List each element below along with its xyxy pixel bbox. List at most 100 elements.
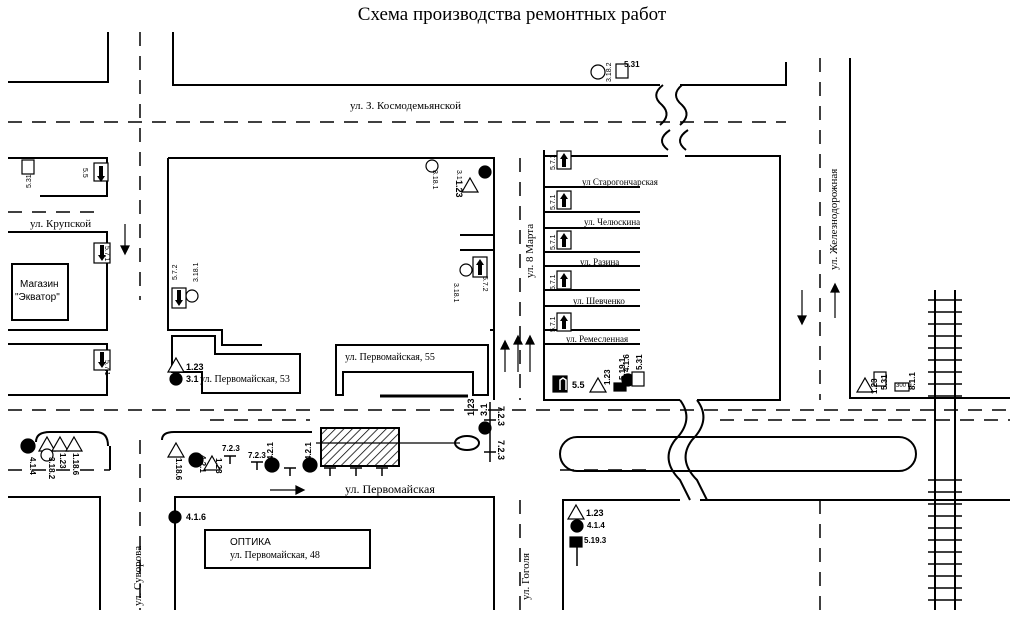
sign-1-18-6-left: 1.18.6 [71, 453, 80, 476]
building-55-label: ул. Первомайская, 55 [345, 352, 435, 363]
distance-plate-icon [894, 382, 910, 392]
sign-5-31: 5.31 [624, 60, 640, 69]
sign-5-7-1-r2: 5.7.1 [550, 194, 557, 210]
sign-5-7-1-r4: 5.7.1 [550, 274, 557, 290]
railway [928, 290, 962, 610]
street-kosmodemyanskoy: ул. З. Космодемьянской [350, 100, 462, 112]
no-turn-icon [459, 263, 473, 277]
sign-4-2-1-b: 4.2.1 [304, 442, 313, 460]
sign-5-7-1-r1: 5.7.1 [550, 154, 557, 170]
optika-address: ул. Первомайская, 48 [230, 550, 320, 561]
sign-5-7-2-left: 5.7.2 [172, 264, 179, 280]
sign-1-18-6-a: 1.18.6 [174, 458, 183, 481]
block-bottom-right [562, 499, 1010, 610]
page-title: Схема производства ремонтных работ [357, 4, 667, 25]
sign-3-18-1-right: 3.18.1 [452, 283, 459, 303]
building-53-label: ул. Первомайская, 53 [200, 374, 290, 385]
street-suvorova: ул. Суворова [132, 545, 144, 606]
sign-7-2-3-a: 7.2.3 [496, 406, 506, 427]
no-turn-icon [185, 289, 199, 303]
block-left-2 [8, 231, 108, 331]
direction-icon [302, 457, 318, 473]
no-entry-icon [478, 165, 492, 179]
no-entry-icon [478, 421, 492, 435]
sign-7-2-3-c: 7.2.3 [222, 444, 240, 453]
street-zheleznodorozhnaya: ул. Железнодорожная [828, 168, 840, 270]
block-top-middle [172, 32, 787, 86]
street-remeslennaya: ул. Ремесленная [566, 334, 629, 344]
sign-3-1-53: 3.1 [186, 374, 199, 384]
warning-triangle-icon [202, 454, 222, 471]
sign-5-5: 5.5 [81, 168, 88, 178]
sign-7-2-3-d: 7.2.3 [248, 451, 266, 460]
sign-1-23-gogolya: 1.23 [586, 508, 604, 518]
sign-4-1-4-left: 4.1.4 [28, 457, 37, 475]
sign-1-23-far: 1.23 [870, 378, 879, 394]
no-uturn-icon [40, 448, 54, 462]
block-left-3 [8, 343, 108, 396]
sign-5-31-right: 5.31 [635, 354, 644, 370]
info-sign-icon [615, 63, 629, 79]
sign-1-23-53: 1.23 [186, 362, 204, 372]
sign-4-1-6-right: 4.1.6 [622, 354, 631, 372]
sign-4-1-4-gogolya: 4.1.4 [587, 521, 605, 530]
sign-5-31-left: 5.31 [26, 174, 33, 188]
warning-triangle-icon [50, 435, 70, 452]
street-8-marta: ул. 8 Марта [524, 223, 536, 278]
sign-3-18-2: 3.18.2 [606, 62, 613, 82]
sign-distance-plate: 300 м [896, 383, 912, 389]
sign-5-7-2-right: 5.7.2 [481, 276, 488, 292]
block-bottom-left [8, 496, 101, 610]
sign-5-5-right: 5.5 [572, 380, 585, 390]
direction-icon [20, 438, 36, 454]
direction-icon [570, 519, 584, 533]
plate-icon [613, 382, 627, 392]
street-shevchenko: ул. Шевченко [573, 296, 625, 306]
sign-7-2-3-b: 7.2.3 [496, 440, 506, 461]
info-sign-icon [873, 371, 887, 387]
sign-4-1-6-optika: 4.1.6 [186, 512, 207, 522]
no-entry-icon [169, 372, 183, 386]
sign-5-7-1-r5: 5.7.1 [550, 316, 557, 332]
warning-triangle-icon [855, 376, 875, 393]
shop-box [11, 263, 69, 321]
sign-3-18-1-top: 3.18.1 [431, 170, 438, 190]
no-entry-icon [168, 510, 182, 524]
optika-box [204, 529, 371, 569]
block-right [543, 150, 781, 401]
street-pervomayskaya: ул. Первомайская [345, 482, 435, 496]
warning-triangle-icon [64, 435, 84, 452]
work-zone [320, 427, 400, 467]
sign-5-7-1-a: 5.7.1 [103, 246, 110, 262]
street-chelyuskina: ул. Челюскина [584, 217, 641, 227]
block-bottom-middle [174, 496, 495, 610]
block-far-right [849, 58, 1010, 399]
building-55 [335, 344, 489, 396]
sign-1-23-top: 1.23 [454, 180, 464, 198]
no-turn-icon [425, 159, 439, 173]
sign-4-2-1-c: 4.2.1 [198, 455, 207, 473]
plate-icon [569, 536, 583, 548]
sign-4-2-1-a: 4.2.1 [266, 442, 275, 460]
sign-5-7-1-r3: 5.7.1 [550, 234, 557, 250]
warning-triangle-icon [166, 441, 186, 458]
median-island [559, 436, 917, 472]
street-razina: ул. Разина [580, 257, 620, 267]
street-krupskoy: ул. Крупской [30, 218, 92, 230]
shop-name-2: "Экватор" [15, 292, 60, 303]
direction-icon [264, 457, 280, 473]
direction-icon [188, 452, 204, 468]
sign-1-23-c: 1.23 [214, 458, 223, 474]
optika-label: ОПТИКА [230, 537, 271, 548]
sign-3-1-top: 3.1 [455, 170, 462, 180]
warning-triangle-icon [460, 176, 480, 193]
block-central [167, 157, 495, 400]
sign-1-23-right: 1.23 [603, 369, 612, 385]
sign-5-7-1-b: 5.7.1 [103, 360, 110, 376]
sign-5-31-far: 5.31 [880, 374, 889, 390]
sign-3-18-2-left: 3.18.2 [47, 457, 56, 480]
warning-triangle-icon [566, 503, 586, 520]
info-sign-icon [21, 159, 35, 175]
info-sign-icon [631, 371, 645, 387]
